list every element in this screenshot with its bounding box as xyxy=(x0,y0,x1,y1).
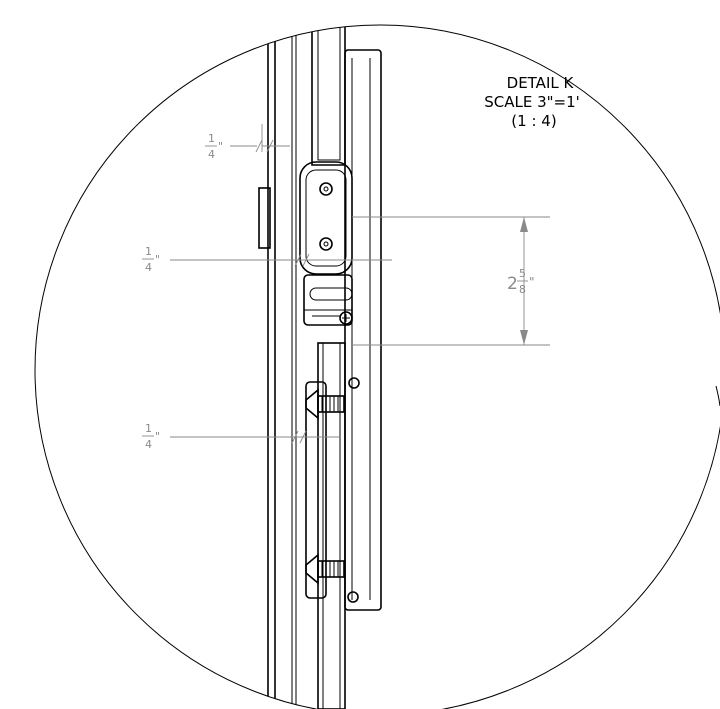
clamp-block xyxy=(299,161,353,275)
screw-icon xyxy=(319,237,333,251)
dimension-top: 1 4 " xyxy=(205,124,290,161)
dimension-vertical-whole: 2 xyxy=(507,274,518,294)
detail-ratio: (1 : 4) xyxy=(511,112,556,130)
dimension-bottom-num: 1 xyxy=(145,422,152,435)
upper-channel xyxy=(311,25,353,166)
bolt-upper xyxy=(305,388,345,420)
detail-boundary-circle xyxy=(34,24,720,709)
dimension-vertical-unit: " xyxy=(529,275,535,289)
dimension-middle-den: 4 xyxy=(145,261,152,274)
dimension-middle-unit: " xyxy=(155,253,160,266)
dimension-bottom-den: 4 xyxy=(145,438,152,451)
cross-screw-icon xyxy=(339,311,353,325)
dimension-top-unit: " xyxy=(218,140,223,153)
lower-panel xyxy=(305,342,360,709)
dimension-vertical-den: 8 xyxy=(519,283,526,296)
dimension-bottom: 1 4 " xyxy=(142,422,340,451)
left-bracket xyxy=(258,187,271,249)
detail-title: DETAIL K xyxy=(507,74,575,92)
dimension-top-den: 4 xyxy=(208,148,215,161)
frame-rails xyxy=(267,25,297,709)
dimension-vertical-num: 5 xyxy=(519,267,526,280)
screw-icon xyxy=(319,182,333,196)
dimension-bottom-unit: " xyxy=(155,430,160,443)
bolt-lower xyxy=(305,553,345,585)
detail-scale: SCALE 3"=1' xyxy=(484,93,580,111)
dimension-middle: 1 4 " xyxy=(142,245,392,274)
latch-assembly xyxy=(303,274,353,326)
dimension-vertical: 2 5 8 " xyxy=(352,216,550,346)
dimension-top-num: 1 xyxy=(208,132,215,145)
mounting-plate xyxy=(344,49,382,611)
dimension-middle-num: 1 xyxy=(145,245,152,258)
detail-label: DETAIL K SCALE 3"=1' (1 : 4) xyxy=(484,74,580,130)
